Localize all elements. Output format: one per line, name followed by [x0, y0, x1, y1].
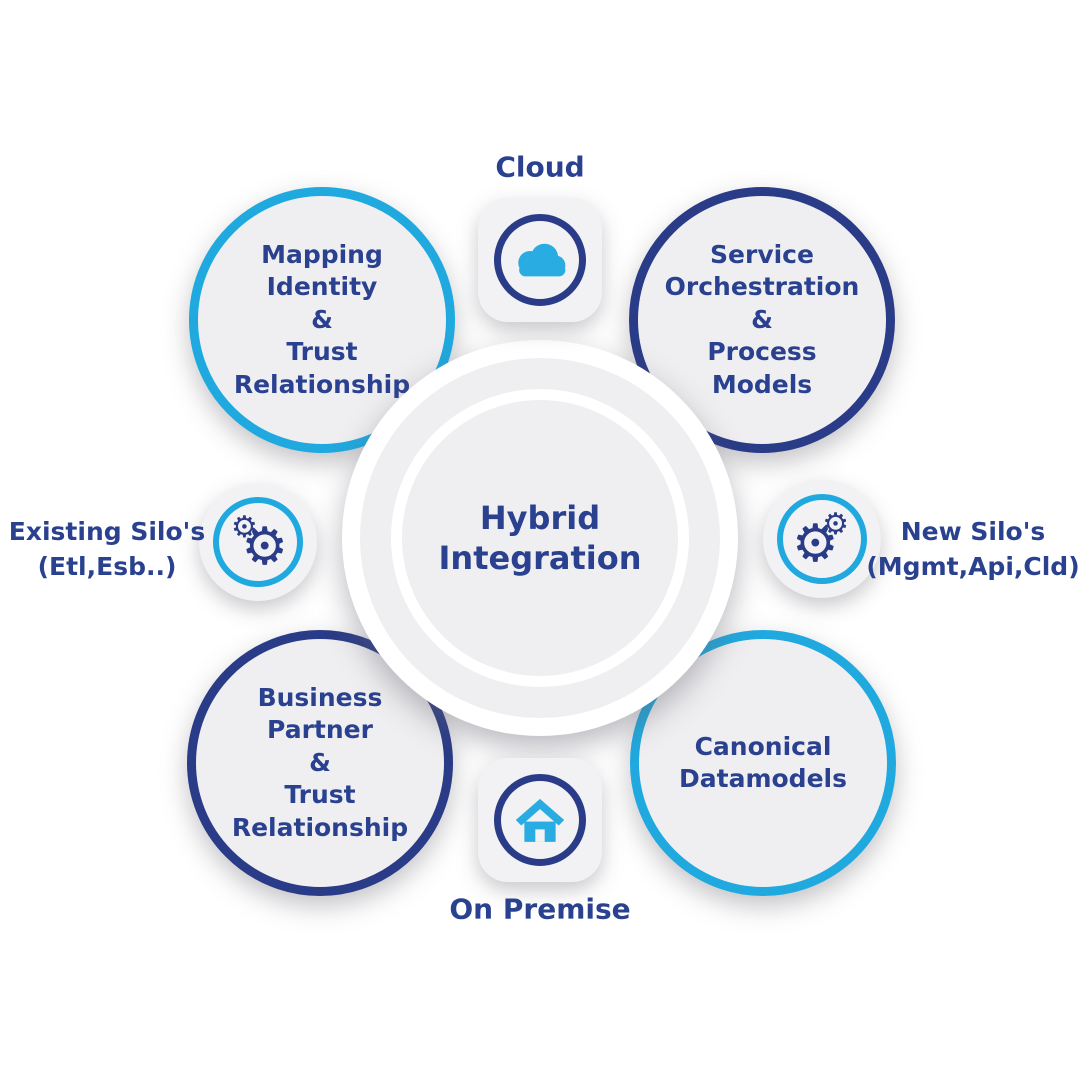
center-circle-fill: Hybrid Integration: [360, 358, 720, 718]
gear-small-icon: ⚙: [231, 510, 258, 545]
gear-small-icon: ⚙: [822, 507, 849, 542]
cloud-label: Cloud: [495, 150, 585, 184]
existing-silos-label: Existing Silo's (Etl,Esb..): [8, 517, 206, 581]
existing-silos-badge: ⚙ ⚙: [199, 483, 317, 601]
new-silos-badge-ring: ⚙ ⚙: [777, 494, 867, 584]
on-premise-badge: [478, 758, 602, 882]
on-premise-badge-ring: [494, 774, 586, 866]
gear-big-icon: ⚙: [241, 517, 288, 577]
center-circle: Hybrid Integration: [342, 340, 738, 736]
satellite-label: Business Partner & Trust Relationship: [231, 682, 409, 842]
center-title: Hybrid Integration: [438, 499, 642, 577]
on-premise-label: On Premise: [449, 892, 631, 926]
home-icon: [515, 798, 565, 842]
satellite-label: Service Orchestration & Process Models: [664, 239, 860, 399]
satellite-circle-mapping-identity: Mapping Identity & Trust Relationship: [189, 187, 455, 453]
cloud-badge: [478, 198, 602, 322]
new-silos-label: New Silo's (Mgmt,Api,Cld): [866, 517, 1080, 581]
gear-big-icon: ⚙: [792, 514, 839, 574]
cloud-badge-ring: [494, 214, 586, 306]
satellite-label: Mapping Identity & Trust Relationship: [233, 239, 411, 399]
center-inner-ring: Hybrid Integration: [391, 389, 689, 687]
new-silos-badge: ⚙ ⚙: [763, 480, 881, 598]
existing-silos-badge-ring: ⚙ ⚙: [213, 497, 303, 587]
cloud-icon: [518, 243, 566, 277]
satellite-label: Canonical Datamodels: [679, 731, 847, 794]
